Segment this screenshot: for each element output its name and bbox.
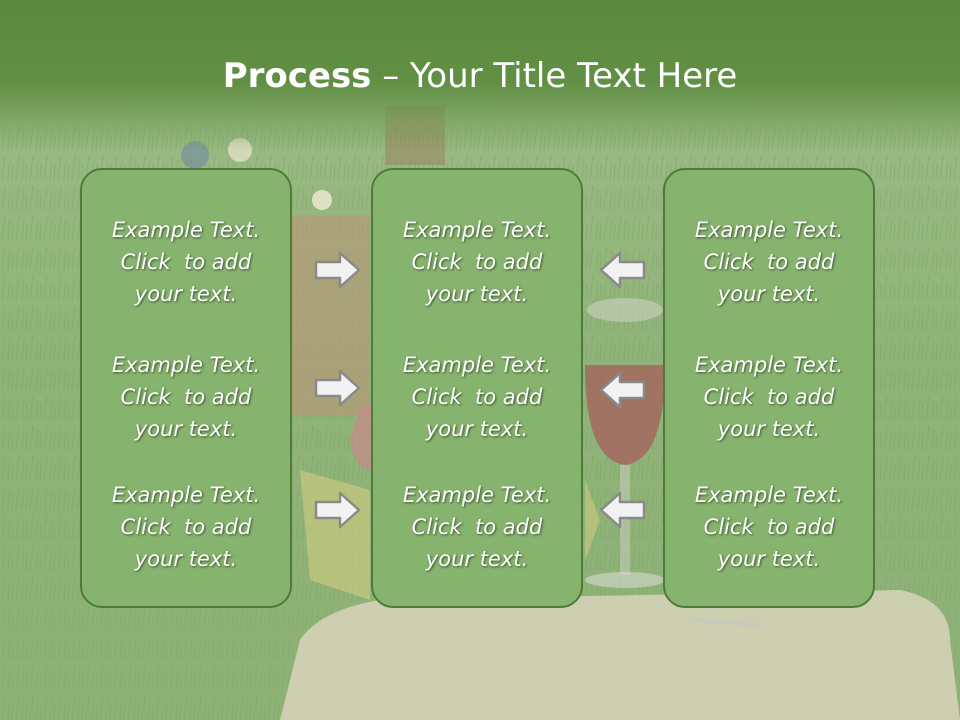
text-line: Example Text. (402, 483, 552, 507)
arrow-right-icon (314, 369, 361, 407)
arrow-left-icon (599, 251, 646, 289)
text-line: Example Text. (694, 483, 844, 507)
text-line: your text. (134, 282, 238, 306)
text-block-left-1[interactable]: Example Text. Click to add your text. (82, 214, 290, 310)
text-line: your text. (717, 547, 821, 571)
process-box-middle[interactable]: Example Text. Click to add your text. Ex… (371, 168, 583, 608)
arrow-left-icon (599, 371, 646, 409)
text-line: Click to add (703, 250, 835, 274)
text-line: Example Text. (694, 353, 844, 377)
process-box-left[interactable]: Example Text. Click to add your text. Ex… (80, 168, 292, 608)
text-line: your text. (425, 547, 529, 571)
text-block-right-2[interactable]: Example Text. Click to add your text. (665, 349, 873, 445)
slide-title[interactable]: Process – Your Title Text Here (0, 52, 960, 100)
text-line: Example Text. (111, 218, 261, 242)
arrow-left-icon (599, 491, 646, 529)
text-line: Click to add (120, 385, 252, 409)
text-block-right-3[interactable]: Example Text. Click to add your text. (665, 479, 873, 575)
text-line: your text. (134, 417, 238, 441)
text-block-right-1[interactable]: Example Text. Click to add your text. (665, 214, 873, 310)
arrow-right-icon (314, 251, 361, 289)
process-box-right[interactable]: Example Text. Click to add your text. Ex… (663, 168, 875, 608)
text-line: Example Text. (402, 218, 552, 242)
arrow-right-icon (314, 491, 361, 529)
text-line: your text. (717, 282, 821, 306)
text-line: Example Text. (111, 353, 261, 377)
text-line: Example Text. (402, 353, 552, 377)
text-block-left-3[interactable]: Example Text. Click to add your text. (82, 479, 290, 575)
text-line: Click to add (411, 385, 543, 409)
text-line: your text. (134, 547, 238, 571)
text-line: your text. (425, 417, 529, 441)
text-line: Example Text. (111, 483, 261, 507)
text-block-middle-3[interactable]: Example Text. Click to add your text. (373, 479, 581, 575)
text-line: Click to add (411, 515, 543, 539)
text-line: Click to add (703, 385, 835, 409)
text-line: Click to add (411, 250, 543, 274)
title-band (0, 0, 960, 150)
text-line: your text. (425, 282, 529, 306)
text-block-middle-2[interactable]: Example Text. Click to add your text. (373, 349, 581, 445)
text-line: Click to add (703, 515, 835, 539)
text-block-middle-1[interactable]: Example Text. Click to add your text. (373, 214, 581, 310)
text-line: your text. (717, 417, 821, 441)
slide-title-bold: Process (222, 56, 372, 96)
text-line: Click to add (120, 515, 252, 539)
text-line: Example Text. (694, 218, 844, 242)
text-line: Click to add (120, 250, 252, 274)
slide-title-rest: – Your Title Text Here (371, 56, 738, 96)
text-block-left-2[interactable]: Example Text. Click to add your text. (82, 349, 290, 445)
